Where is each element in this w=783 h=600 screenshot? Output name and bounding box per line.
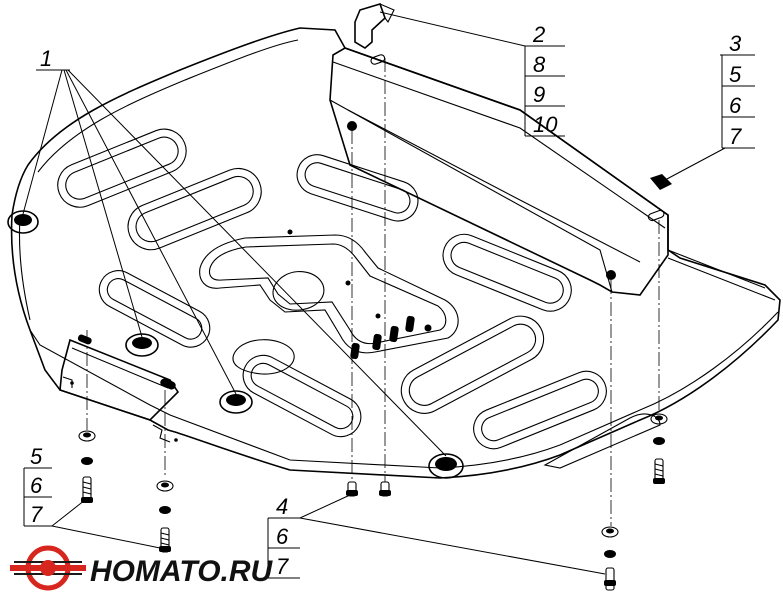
- rib-7-inner: [408, 323, 537, 406]
- rib-6-inner: [250, 362, 354, 430]
- channel-slot-right: [647, 209, 665, 222]
- callout-1: 1: [22, 46, 447, 457]
- fasteners: [78, 413, 668, 591]
- callout-3-5-6-7: 3 5 6 7: [664, 31, 755, 181]
- vent-slot-2: [372, 333, 382, 351]
- callout-3-label: 3: [729, 31, 742, 56]
- plate-inner-edge: [18, 39, 299, 321]
- fastener-center-2: [379, 481, 391, 497]
- callout-2-label: 2: [532, 22, 545, 47]
- flange-pin-2: [174, 438, 178, 442]
- rib-8-inner: [481, 378, 599, 442]
- channel-slot-top: [370, 54, 386, 65]
- callout-4-6-7: 4 6 7: [267, 494, 606, 579]
- rib-3-outer: [296, 154, 419, 222]
- bushings-part-1: [7, 210, 464, 479]
- bushing-2: [125, 333, 159, 357]
- flange-tab-2: [152, 424, 171, 443]
- rib-5-outer: [98, 270, 211, 348]
- channel-hole-left: [347, 121, 357, 131]
- vent-slot-3: [389, 325, 399, 343]
- logo-text: HOMATO.RU: [90, 555, 274, 588]
- clip-part-3: [650, 174, 672, 190]
- rib-4-inner: [450, 241, 564, 304]
- flange-slot-right: [160, 378, 176, 390]
- assembly-axes: [86, 58, 660, 526]
- bushing-3: [219, 390, 253, 414]
- fastener-stack-left-2: [156, 480, 174, 553]
- channel-crease-3: [347, 109, 641, 263]
- callout-5b-label: 5: [30, 444, 43, 469]
- rib-center-oval: [272, 271, 325, 311]
- callout-1-label: 1: [40, 46, 52, 71]
- callout-9-label: 9: [533, 82, 545, 107]
- bracket-part-2: [354, 3, 395, 49]
- top-bracket-channel: [329, 47, 669, 296]
- callout-8-label: 8: [533, 52, 546, 77]
- rib-6-outer: [242, 354, 362, 438]
- rib-7-outer: [400, 315, 545, 414]
- plate-lower-flange: [29, 311, 779, 469]
- callout-10-label: 10: [533, 112, 558, 137]
- channel-top-face: [329, 47, 669, 296]
- bushing-4: [428, 453, 464, 479]
- fastener-center-1: [346, 481, 358, 497]
- rib-center-zigzag-outer: [199, 234, 459, 354]
- rib-2-outer: [127, 167, 262, 251]
- logo-core: [40, 560, 56, 576]
- channel-crease-2: [329, 99, 613, 293]
- bracket-side: [379, 3, 395, 24]
- vent-slots: [287, 229, 432, 360]
- small-hole-2: [345, 280, 351, 286]
- rib-4-outer: [442, 233, 572, 312]
- stiffener-ribs: [57, 128, 661, 469]
- vent-dot: [424, 324, 432, 332]
- fastener-stack-right-1: [650, 413, 668, 484]
- rib-8-outer: [473, 370, 607, 450]
- flange-slot-left: [77, 334, 92, 345]
- site-logo: HOMATO.RU: [10, 545, 274, 591]
- rib-1-outer: [57, 128, 187, 208]
- rib-3-inner: [304, 162, 411, 214]
- callout-2-8-9-10: 2 8 9 10: [379, 11, 565, 137]
- rib-2-inner: [135, 175, 254, 243]
- callout-6a-label: 6: [729, 93, 742, 118]
- small-hole-1: [287, 229, 293, 235]
- channel-hole-right: [606, 270, 616, 280]
- flange-tab-1: [62, 376, 73, 388]
- clip-body: [650, 174, 672, 190]
- rib-center-zigzag-inner: [208, 243, 447, 345]
- channel-crease-1: [332, 61, 666, 229]
- rib-5-inner: [106, 278, 203, 340]
- rib-1-inner: [65, 136, 179, 200]
- plate-outline: [10, 27, 781, 479]
- callout-6b-label: 6: [276, 524, 289, 549]
- oval-pad-left: [232, 339, 295, 375]
- callout-6c-label: 6: [30, 473, 43, 498]
- flange-pin-1: [70, 381, 74, 385]
- vent-slot-1: [350, 342, 360, 360]
- bushing-1: [7, 210, 39, 234]
- flange-body: [59, 338, 180, 421]
- fastener-stack-right-2: [601, 526, 619, 591]
- plate-right-flange: [667, 249, 776, 301]
- fastener-stack-left-1: [78, 430, 96, 503]
- callout-7c-label: 7: [30, 502, 43, 527]
- callout-4-label: 4: [276, 494, 288, 519]
- vent-slot-4: [405, 315, 415, 333]
- bracket-body: [354, 3, 386, 49]
- callout-7a-label: 7: [729, 124, 742, 149]
- skid-plate: [10, 27, 781, 479]
- callout-5a-label: 5: [729, 62, 742, 87]
- callout-7b-label: 7: [276, 554, 289, 579]
- flange-crease: [71, 347, 169, 389]
- callout-5-6-7-left: 5 6 7: [23, 444, 161, 549]
- small-hole-3: [375, 313, 381, 319]
